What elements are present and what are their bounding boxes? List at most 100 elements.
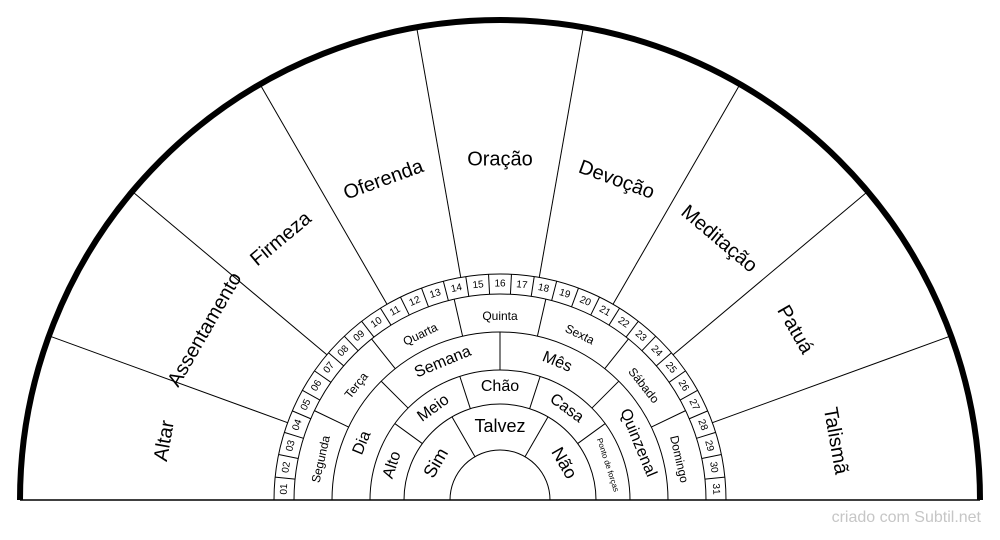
day-divider — [668, 370, 686, 383]
outer-divider — [712, 335, 952, 424]
day-divider — [655, 352, 672, 367]
day-label: 05 — [299, 397, 314, 412]
weekday-label: Quarta — [401, 320, 440, 349]
day-label: 03 — [284, 439, 298, 453]
day-label: 08 — [336, 343, 352, 359]
outer-divider — [612, 84, 741, 305]
day-divider — [488, 274, 491, 295]
day-label: 27 — [686, 398, 701, 413]
answer-label: Alto — [380, 449, 405, 481]
weekday-label: Segunda — [309, 434, 333, 484]
day-divider — [328, 352, 345, 367]
outer-label: Assentamento — [163, 269, 246, 391]
day-divider — [608, 307, 620, 326]
day-divider — [302, 389, 321, 401]
day-divider — [625, 320, 639, 338]
day-label: 21 — [597, 304, 612, 319]
day-label: 19 — [558, 287, 572, 301]
day-divider — [689, 410, 708, 420]
outer-label: Devoção — [576, 156, 658, 204]
outer-divider — [416, 27, 462, 278]
answer-divider — [529, 376, 541, 409]
day-divider — [380, 307, 392, 326]
day-label: 24 — [649, 343, 665, 359]
core-divider — [524, 416, 549, 457]
ring-arc-4 — [403, 403, 597, 501]
day-label: 30 — [707, 461, 720, 474]
day-divider — [704, 476, 725, 480]
day-label: 26 — [676, 378, 691, 394]
core-divider — [451, 416, 476, 457]
core-label: Sim — [419, 444, 452, 481]
weekday-divider — [604, 338, 629, 369]
answer-divider — [394, 423, 423, 444]
outer-divider — [131, 191, 328, 356]
outer-label: Oração — [467, 148, 533, 170]
day-label: 14 — [450, 282, 464, 295]
weekday-divider — [453, 299, 464, 337]
day-label: 09 — [352, 328, 368, 344]
day-divider — [275, 476, 296, 480]
day-label: 17 — [516, 279, 529, 291]
weekday-label: Terça — [342, 369, 371, 401]
day-label: 29 — [702, 439, 716, 453]
outer-rim — [17, 17, 983, 501]
day-divider — [696, 431, 716, 439]
period-divider — [591, 380, 620, 409]
day-label: 25 — [663, 360, 679, 376]
day-label: 15 — [472, 279, 485, 291]
day-divider — [442, 281, 449, 301]
outer-label: Talismã — [819, 406, 853, 477]
day-divider — [465, 276, 470, 297]
answer-label: Ponto de forças — [595, 437, 621, 493]
outer-divider — [672, 191, 869, 356]
credit-text: criado com Subtil.net — [831, 509, 981, 526]
day-divider — [571, 287, 579, 307]
day-divider — [701, 454, 722, 460]
day-divider — [641, 335, 657, 352]
day-label: 10 — [369, 315, 385, 331]
day-label: 04 — [290, 417, 304, 432]
day-label: 22 — [616, 315, 632, 331]
day-divider — [361, 320, 375, 338]
day-divider — [292, 410, 311, 420]
answer-label: Casa — [546, 390, 586, 426]
ring-arc-3 — [369, 369, 631, 501]
day-label: 07 — [322, 360, 338, 376]
ring-arc-1 — [293, 293, 707, 501]
day-label: 28 — [695, 418, 709, 433]
weekday-divider — [651, 410, 686, 428]
day-divider — [284, 431, 304, 439]
day-label: 23 — [633, 328, 649, 344]
day-label: 16 — [494, 279, 506, 290]
period-label: Dia — [350, 428, 375, 457]
day-divider — [679, 389, 698, 401]
day-label: 11 — [388, 304, 403, 319]
weekday-label: Sábado — [625, 365, 662, 406]
weekday-label: Sexta — [563, 321, 597, 347]
answer-label: Chão — [481, 378, 519, 395]
day-divider — [343, 335, 359, 352]
core-label: Não — [547, 444, 581, 483]
period-divider — [380, 380, 409, 409]
day-divider — [509, 274, 512, 295]
core-label: Talvez — [474, 416, 525, 436]
ring-arc-0 — [273, 273, 727, 501]
day-divider — [278, 454, 299, 460]
weekday-label: Quinta — [482, 309, 518, 323]
outer-divider — [538, 27, 584, 278]
day-label: 13 — [428, 287, 442, 301]
weekday-divider — [536, 299, 547, 337]
day-divider — [590, 296, 600, 316]
outer-label: Oferenda — [341, 155, 428, 204]
answer-divider — [577, 423, 606, 444]
period-label: Semana — [412, 343, 474, 382]
period-label: Quinzenal — [616, 406, 659, 479]
outer-label: Altar — [150, 418, 179, 463]
day-label: 18 — [537, 282, 551, 295]
day-divider — [400, 296, 410, 316]
day-label: 01 — [279, 483, 291, 495]
weekday-divider — [314, 410, 349, 428]
day-divider — [530, 276, 535, 297]
